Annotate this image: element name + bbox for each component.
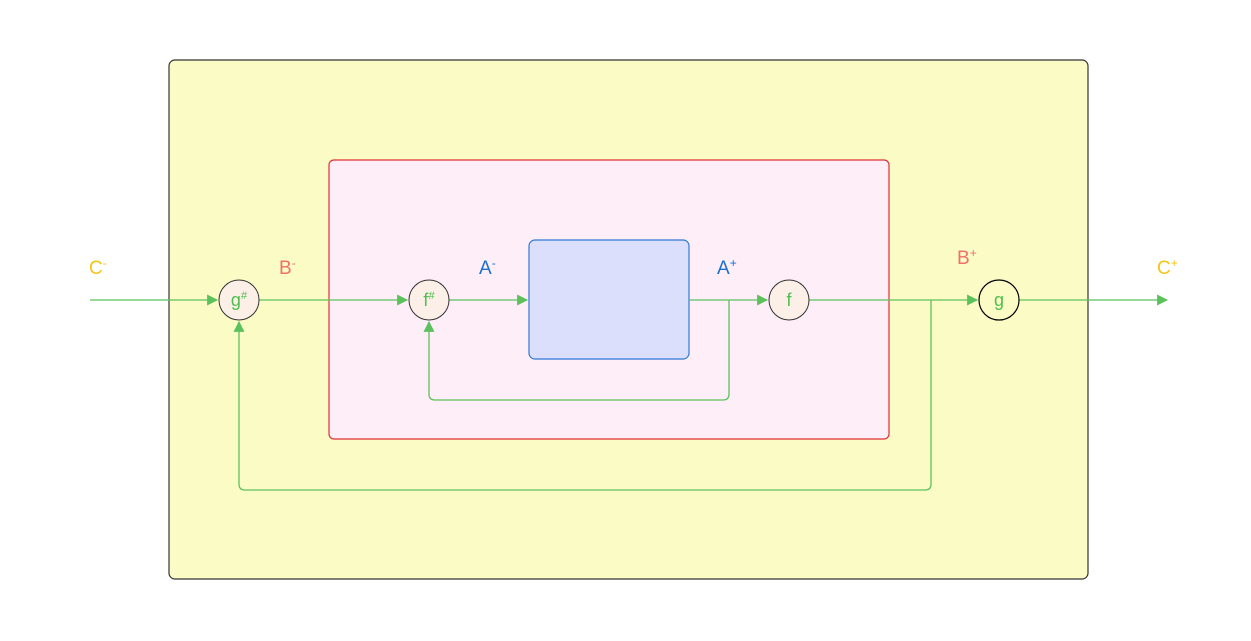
inner-box [528, 239, 690, 360]
label-a-plus: A+ [717, 256, 737, 279]
node-f: f [768, 279, 810, 321]
node-g-sharp: g# [218, 279, 260, 321]
label-c-minus: C- [89, 256, 107, 279]
node-g: g [978, 279, 1020, 321]
edge-outer-feedback-loop [233, 300, 932, 491]
label-a-minus: A- [479, 256, 496, 279]
edge-inner-feedback-loop [423, 300, 730, 401]
svg-text:g#: g# [231, 290, 248, 310]
svg-text:f: f [786, 290, 792, 310]
node-f-sharp: f# [408, 279, 450, 321]
svg-text:f#: f# [423, 290, 435, 310]
svg-text:g: g [994, 290, 1004, 310]
label-b-plus: B+ [957, 246, 977, 269]
label-c-plus: C+ [1157, 256, 1178, 279]
label-b-minus: B- [279, 256, 296, 279]
